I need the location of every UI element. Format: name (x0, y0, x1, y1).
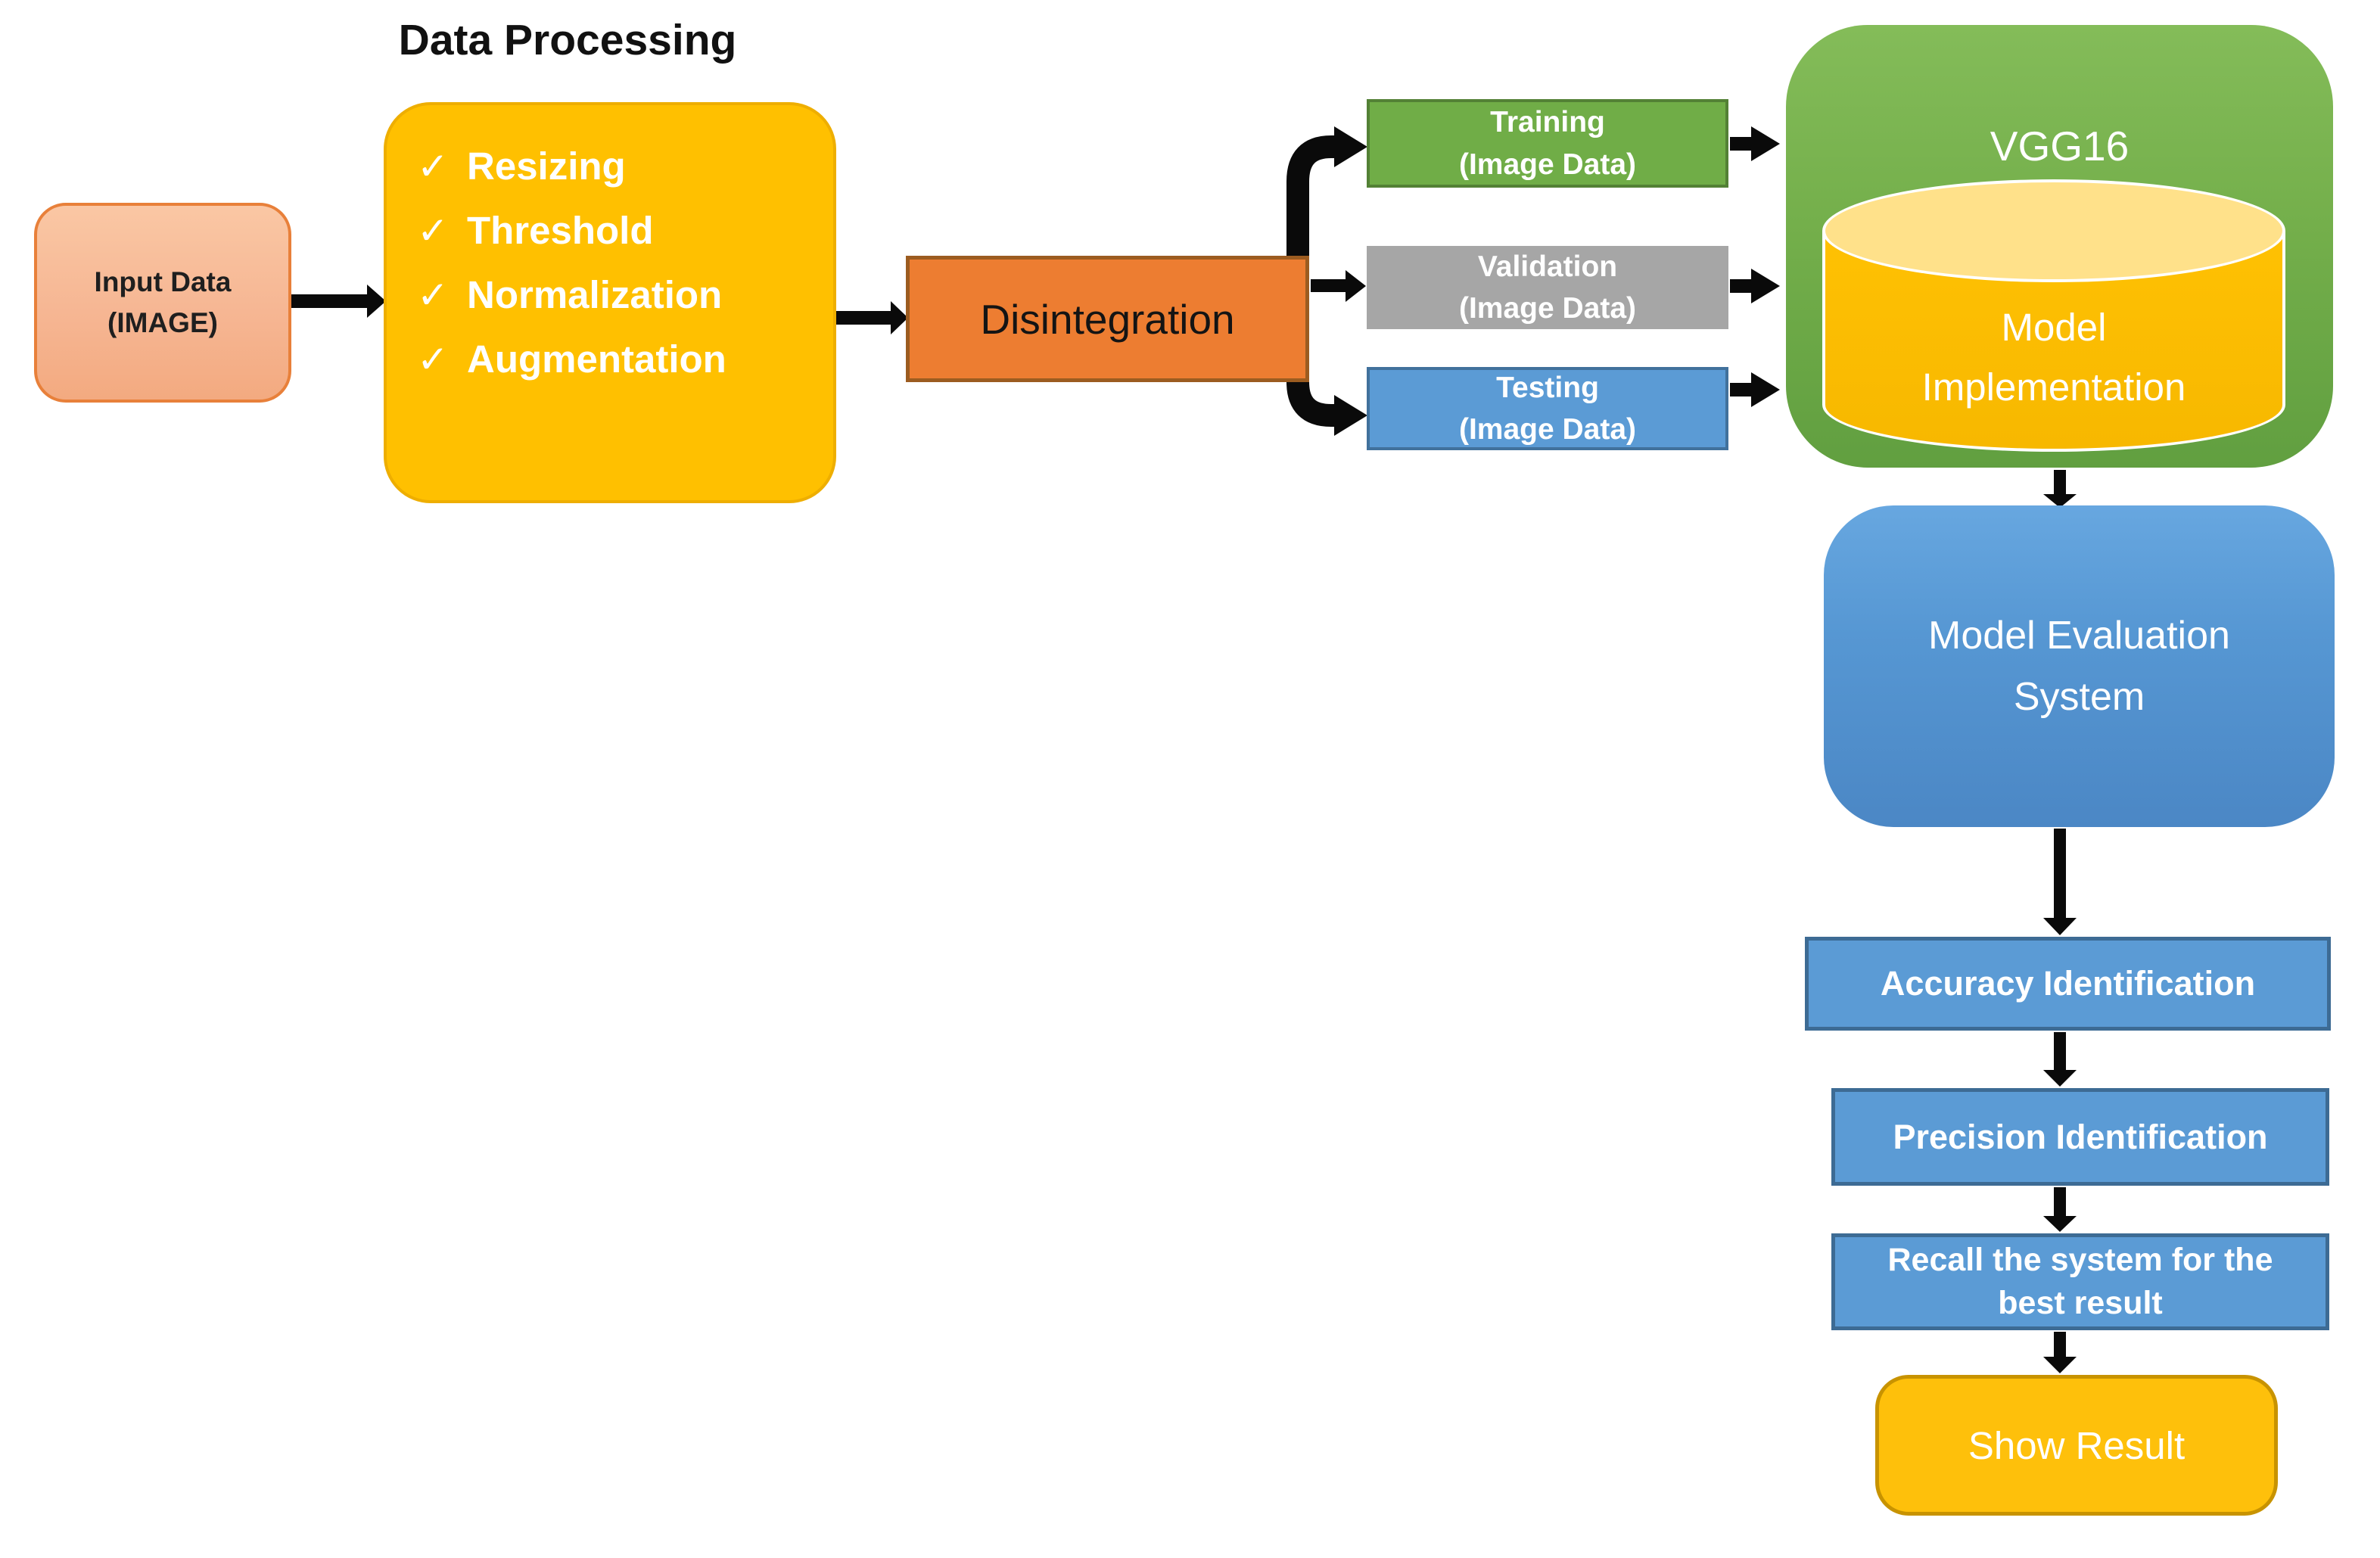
arrow-recall-to-show-result (2043, 1332, 2077, 1373)
arrow-processing-to-disintegration (836, 301, 908, 334)
checklist-item-normalization: ✓ Normalization (417, 263, 833, 327)
node-testing: Testing (Image Data) (1367, 367, 1728, 450)
checkmark-icon: ✓ (417, 337, 449, 381)
testing-label-line1: Testing (1496, 371, 1599, 404)
model-implementation-cylinder-icon: Model Implementation (1822, 179, 2285, 452)
checklist-item-label: Augmentation (467, 337, 726, 381)
model-implementation-line2: Implementation (1921, 365, 2186, 409)
arrow-precision-to-recall (2043, 1187, 2077, 1232)
node-validation: Validation (Image Data) (1367, 246, 1728, 329)
validation-label-line2: (Image Data) (1458, 292, 1637, 325)
checklist-item-label: Normalization (467, 273, 723, 316)
recall-label-line2: best result (1998, 1285, 2163, 1321)
training-label-line2: (Image Data) (1458, 148, 1637, 181)
testing-label-line2: (Image Data) (1458, 413, 1637, 446)
arrow-validation-to-vgg16 (1730, 269, 1780, 303)
node-data-processing: ✓ Resizing ✓ Threshold ✓ Normalization ✓… (384, 102, 836, 503)
model-implementation-label: Model Implementation (1822, 270, 2285, 444)
arrow-testing-to-vgg16 (1730, 372, 1780, 407)
checklist-item-threshold: ✓ Threshold (417, 198, 833, 263)
checklist-item-label: Threshold (467, 209, 654, 252)
checklist-item-augmentation: ✓ Augmentation (417, 327, 833, 391)
training-label-line1: Training (1490, 106, 1605, 139)
processing-checklist: ✓ Resizing ✓ Threshold ✓ Normalization ✓… (387, 105, 833, 391)
node-model-evaluation-system: Model Evaluation System (1824, 505, 2335, 827)
arrow-training-to-vgg16 (1730, 126, 1780, 161)
arrow-disintegration-to-testing (1286, 378, 1367, 436)
checklist-item-resizing: ✓ Resizing (417, 134, 833, 198)
node-training: Training (Image Data) (1367, 99, 1728, 188)
vgg16-label: VGG16 (1990, 123, 2130, 169)
input-data-label-line1: Input Data (94, 266, 232, 298)
accuracy-label: Accuracy Identification (1880, 964, 2256, 1003)
arrow-disintegration-to-validation (1311, 270, 1366, 302)
arrow-input-to-processing (291, 285, 386, 318)
node-precision-identification: Precision Identification (1831, 1088, 2329, 1186)
node-vgg16: VGG16 Model Implementation (1786, 25, 2333, 468)
arrow-accuracy-to-precision (2043, 1032, 2077, 1087)
page-title: Data Processing (398, 16, 737, 64)
validation-label-line1: Validation (1477, 250, 1618, 283)
checkmark-icon: ✓ (417, 209, 449, 252)
node-show-result: Show Result (1875, 1375, 2278, 1516)
model-implementation-line1: Model (2001, 305, 2107, 349)
node-disintegration: Disintegration (906, 256, 1309, 382)
checklist-item-label: Resizing (467, 145, 626, 188)
checkmark-icon: ✓ (417, 273, 449, 316)
input-data-label-line2: (IMAGE) (107, 307, 218, 338)
arrow-disintegration-to-training (1286, 126, 1367, 259)
show-result-label: Show Result (1968, 1423, 2186, 1467)
arrow-evaluation-to-accuracy (2043, 829, 2077, 935)
precision-label: Precision Identification (1893, 1117, 2268, 1156)
recall-label-line1: Recall the system for the (1887, 1242, 2273, 1279)
evaluation-label-line1: Model Evaluation (1928, 613, 2230, 658)
node-recall-system: Recall the system for the best result (1831, 1233, 2329, 1330)
disintegration-label: Disintegration (980, 295, 1235, 343)
node-input-data: Input Data (IMAGE) (34, 203, 291, 403)
arrow-vgg16-to-evaluation (2043, 470, 2077, 508)
cylinder-top-ellipse (1822, 179, 2285, 282)
node-accuracy-identification: Accuracy Identification (1805, 937, 2331, 1031)
checkmark-icon: ✓ (417, 145, 449, 188)
evaluation-label-line2: System (2013, 674, 2145, 719)
